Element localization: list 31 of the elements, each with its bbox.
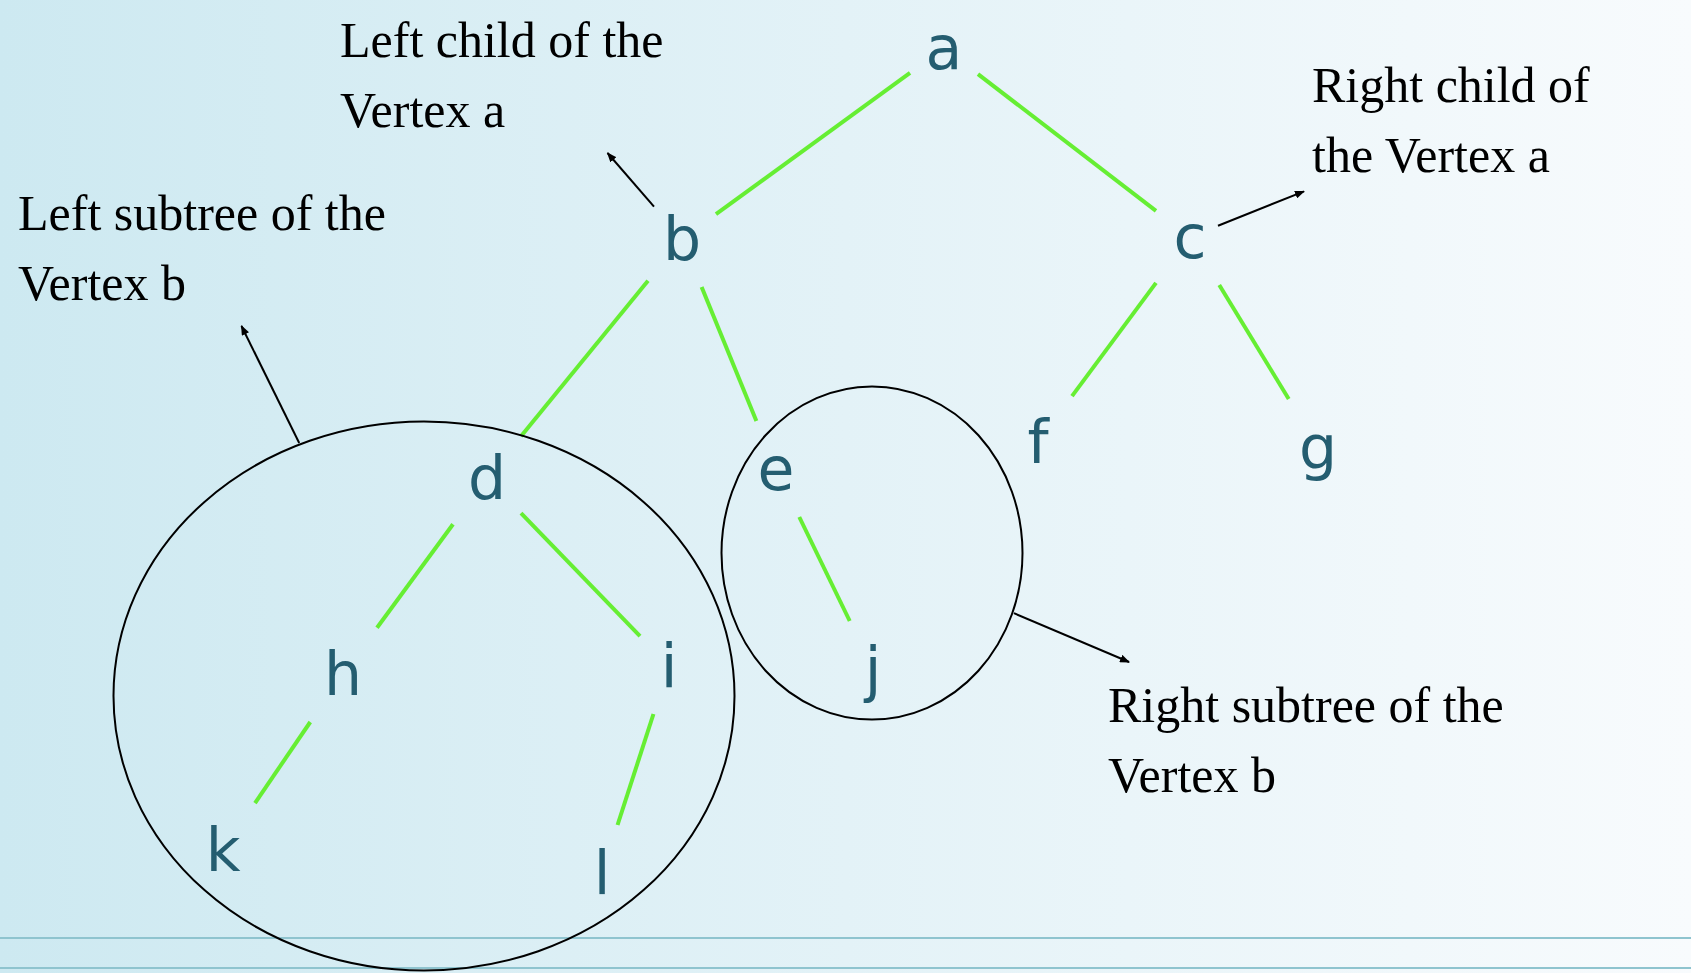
vertex-label: f (1026, 408, 1051, 476)
tree-edge (253, 720, 312, 805)
vertex-label: g (1298, 413, 1338, 481)
tree-edge (519, 511, 642, 638)
annotation-text: Left subtree of the Vertex b (18, 184, 387, 313)
tree-edge (976, 72, 1158, 213)
vertex-label: d (467, 444, 507, 512)
vertex-label: h (323, 640, 363, 708)
annotation-text: Right subtree of the Vertex b (1108, 676, 1505, 805)
annotation-text: Right child of the Vertex a (1312, 56, 1591, 185)
arrow (1217, 190, 1305, 227)
tree-edge (714, 71, 912, 216)
vertex-label: a (924, 14, 964, 82)
tree-edge (797, 516, 852, 622)
tree-edge (699, 286, 759, 422)
vertex-label: b (662, 205, 702, 273)
tree-edge (375, 523, 455, 629)
tree-edge (1217, 283, 1291, 401)
tree-edge (615, 713, 656, 826)
vertex-label: l (592, 839, 612, 907)
vertex-label: e (756, 435, 796, 503)
arrow (606, 152, 655, 208)
annotation-text: Left child of the Vertex a (340, 11, 665, 140)
vertex-label: j (862, 635, 883, 703)
vertex-label: i (659, 632, 679, 700)
arrow (1012, 612, 1131, 663)
tree-edge (519, 279, 650, 438)
arrow (240, 325, 301, 445)
tree-edge (1070, 281, 1158, 398)
vertex-label: k (205, 816, 241, 884)
vertex-label: c (1172, 203, 1208, 271)
